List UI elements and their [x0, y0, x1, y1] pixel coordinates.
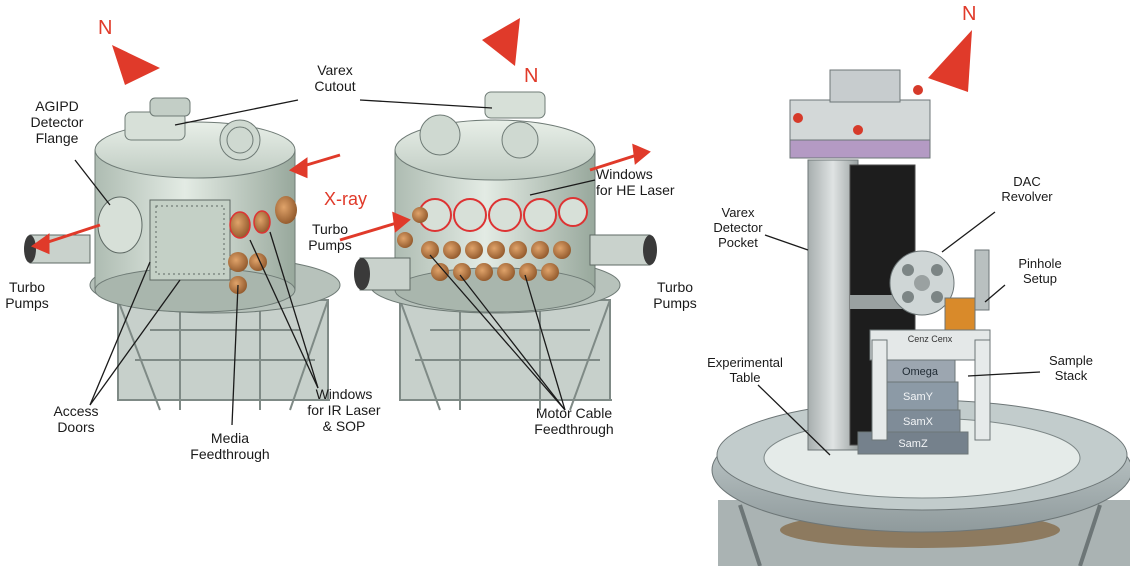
media-feedthrough-label: Media Feedthrough — [190, 430, 270, 462]
left-support-frame — [117, 299, 330, 411]
xray-label: X-ray — [324, 189, 368, 209]
varex-detector-pocket-label: Varex Detector Pocket — [713, 205, 763, 250]
sample-stack — [857, 329, 991, 455]
middle-varex-cutout — [484, 91, 546, 119]
middle-xray-arrows — [339, 143, 651, 242]
leader-lines — [74, 99, 596, 426]
samy-label: SamY — [903, 391, 933, 403]
left-xray-arrows — [30, 153, 341, 255]
samx-label: SamX — [903, 416, 933, 428]
varex-cutout-label: Varex Cutout — [314, 62, 356, 94]
north-marker-right — [928, 30, 972, 92]
pinhole-setup-label: Pinhole Setup — [1018, 256, 1062, 286]
left-access-door — [149, 199, 231, 281]
motor-cable-feedthroughs — [397, 207, 571, 281]
right-instrument — [711, 30, 1130, 566]
he-laser-windows — [418, 197, 588, 232]
windows-he-laser-label: Windows for HE Laser — [596, 166, 675, 198]
north-label-middle: N — [524, 65, 539, 87]
middle-chamber — [339, 18, 657, 411]
north-marker-middle — [482, 18, 520, 66]
varex-top-box — [789, 99, 931, 143]
right-leader-lines — [757, 211, 1041, 456]
agipd-flange-label: AGIPD Detector Flange — [30, 98, 84, 146]
turbo-pumps-middle-label: Turbo Pumps — [308, 221, 352, 253]
samz-label: SamZ — [898, 438, 928, 450]
dac-revolver-label: DAC Revolver — [1001, 174, 1053, 204]
motor-cable-feedthrough-label: Motor Cable Feedthrough — [534, 405, 614, 437]
middle-support-frame — [399, 299, 612, 411]
windows-ir-laser-label: Windows for IR Laser & SOP — [307, 386, 381, 434]
omega-label: Omega — [901, 366, 939, 378]
sample-stack-label: Sample Stack — [1048, 353, 1094, 383]
north-label-right: N — [962, 3, 977, 25]
middle-turbo-pumps — [354, 234, 657, 291]
turbo-pumps-right-label: Turbo Pumps — [653, 279, 697, 311]
cenz-cenx-label: Cenz Cenx — [907, 334, 953, 344]
north-marker-left — [112, 45, 160, 85]
agipd-flange — [97, 196, 143, 254]
experimental-table-label: Experimental Table — [707, 355, 783, 385]
turbo-pumps-left-label: Turbo Pumps — [5, 279, 49, 311]
access-doors-label: Access Doors — [53, 403, 99, 435]
north-label-left: N — [98, 17, 113, 39]
